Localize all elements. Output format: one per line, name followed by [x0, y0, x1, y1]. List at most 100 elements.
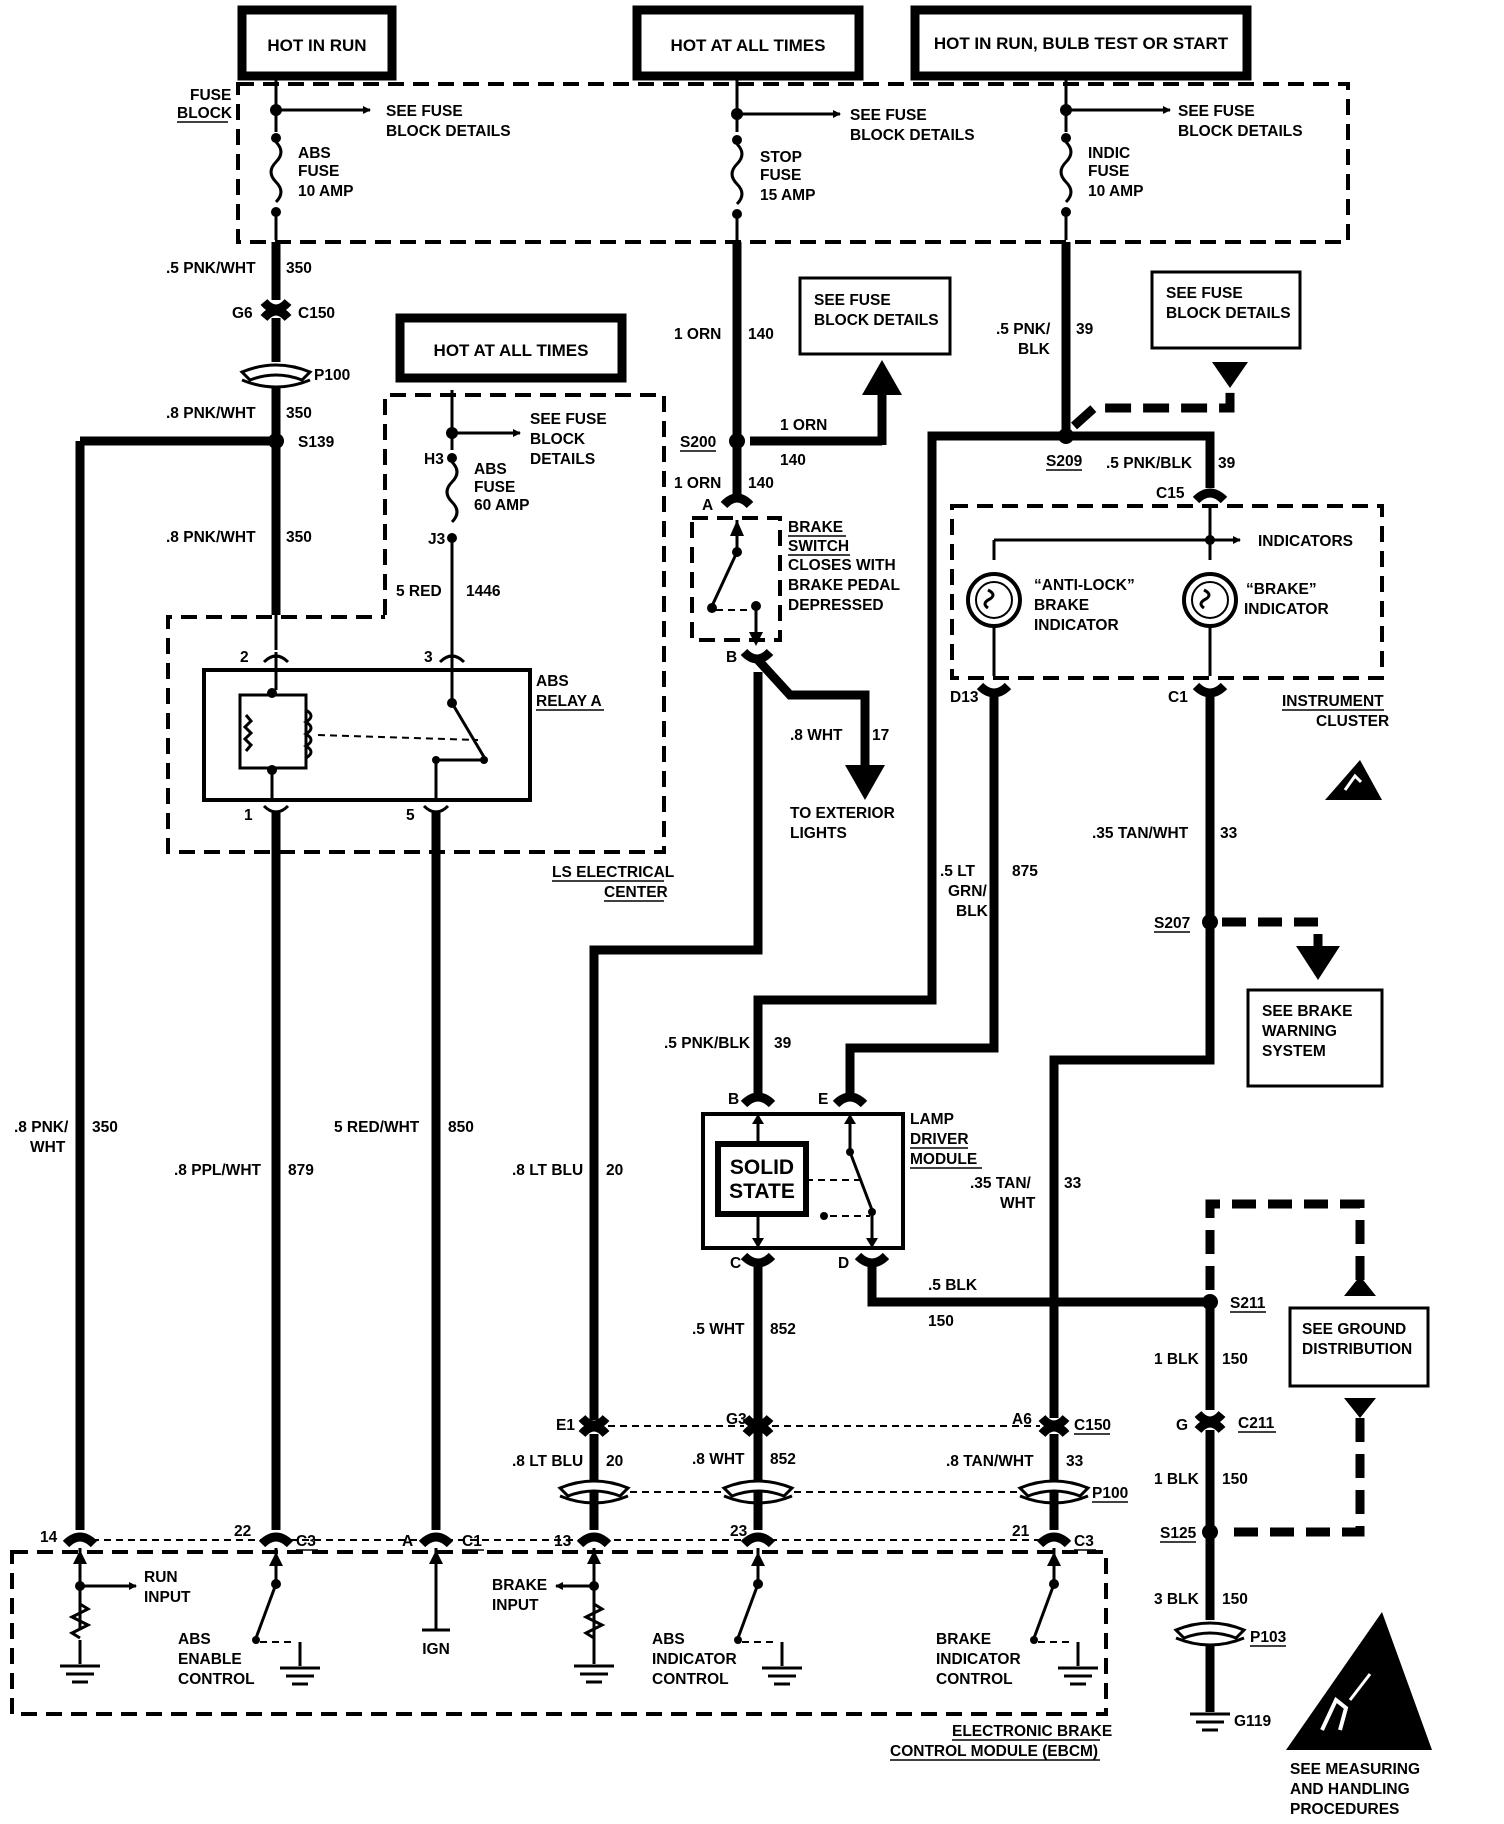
wire-label-lg3: BLK [956, 903, 989, 920]
wire-label-pb1: .5 PNK/ [996, 321, 1051, 338]
wire-num-tw1: 33 [1220, 825, 1238, 842]
pin-g3: G3 [726, 1411, 747, 1428]
wire-num-blk5: 150 [928, 1313, 954, 1330]
see-fuse-text-3: SEE FUSE [1178, 103, 1255, 120]
ldm-pin-b: B [728, 1091, 739, 1108]
ground-dist-line2: DISTRIBUTION [1302, 1341, 1412, 1358]
ground-dist-box [1288, 1306, 1430, 1388]
ebcm-pin-a: A [402, 1533, 413, 1550]
see-fuse-box-line1: SEE FUSE [814, 292, 891, 309]
brake-switch-label-5: DEPRESSED [788, 597, 884, 614]
run-input-1: RUN [144, 1569, 178, 1586]
stop-fuse-rating: 15 AMP [760, 187, 815, 204]
relay-pin-3: 3 [424, 649, 433, 666]
relay-pin-1: 1 [244, 807, 253, 824]
ldm-name-2: DRIVER [910, 1131, 969, 1148]
indic-fuse-name: INDIC [1088, 145, 1130, 162]
ls-wire: 5 RED [396, 583, 442, 600]
wire-label-w1: .5 PNK/WHT [166, 260, 256, 277]
ls-j3: J3 [428, 531, 446, 548]
wire-label-orn2: 1 ORN [780, 417, 827, 434]
wire-num-blk1: 150 [1222, 1351, 1248, 1368]
wire-label-pb2: BLK [1018, 341, 1051, 358]
wire-label-tw2b: WHT [1000, 1195, 1036, 1212]
pin-g6: G6 [232, 305, 253, 322]
wire-label-pb3: .5 PNK/BLK [1106, 455, 1193, 472]
see-fuse-box-2-line2: BLOCK DETAILS [1166, 305, 1291, 322]
connector-row: E1 G3 A6 C150 .8 LT BLU 20 .8 WHT 852 .8… [512, 1411, 1128, 1530]
power-label-hot-run-bulb: HOT IN RUN, BULB TEST OR START [910, 5, 1252, 81]
brake-switch-label-1: BRAKE [788, 519, 843, 536]
brake-bulb-label-2: INDICATOR [1244, 601, 1329, 618]
lamp-driver-module: B E SOLID STATE LAMP DRIVER MODULE C D [701, 1091, 982, 1272]
wire-num-w1: 350 [286, 260, 312, 277]
ebcm-pin-21: 21 [1012, 1523, 1030, 1540]
wire-num-tw3: 33 [1066, 1453, 1084, 1470]
indic-circuit: .5 PNK/ BLK 39 S209 SEE FUSE BLOCK DETAI… [664, 242, 1302, 1094]
ebcm-name-1: ELECTRONIC BRAKE [952, 1723, 1112, 1740]
indic-fuse-rating: 10 AMP [1088, 183, 1143, 200]
cluster-name-1: INSTRUMENT [1282, 693, 1384, 710]
solid-state-block [715, 1141, 809, 1217]
esd-text-2: AND HANDLING [1290, 1781, 1410, 1798]
ls-fuse-rating: 60 AMP [474, 497, 529, 514]
ground-dist-line1: SEE GROUND [1302, 1321, 1406, 1338]
cluster-d13: D13 [950, 689, 979, 706]
hot-all-times-text: HOT AT ALL TIMES [671, 36, 826, 55]
brake-switch-label-2: SWITCH [788, 538, 849, 555]
abs-indicator-2: INDICATOR [652, 1651, 737, 1668]
wire-label-lg2: GRN/ [948, 883, 987, 900]
pin-e1: E1 [556, 1417, 575, 1434]
ebcm-pin-13: 13 [554, 1533, 572, 1550]
abs-fuse-10a: SEE FUSE BLOCK DETAILS ABS FUSE 10 AMP [269, 78, 511, 240]
ebcm-c3: C3 [296, 1533, 316, 1550]
wire-num-pb: 39 [1076, 321, 1094, 338]
wire-num-orn1: 140 [748, 326, 774, 343]
wire-label-wht8b: .8 WHT [692, 1451, 745, 1468]
wire-150-ldm [867, 1266, 1210, 1307]
wire-num-lg: 875 [1012, 863, 1038, 880]
ebcm-pin-14: 14 [40, 1529, 58, 1546]
antilock-label-1: “ANTI-LOCK” [1034, 577, 1135, 594]
connector-c150b: C150 [1074, 1417, 1111, 1434]
abs-indicator-1: ABS [652, 1631, 685, 1648]
cluster-c1: C1 [1168, 689, 1188, 706]
ebcm-name-2: CONTROL MODULE (EBCM) [890, 1743, 1098, 1760]
abs-enable-3: CONTROL [178, 1671, 255, 1688]
cluster-outline [950, 504, 1384, 680]
splice-s139-label: S139 [298, 434, 335, 451]
ls-block: BLOCK [530, 431, 586, 448]
hot-all-times-2-text: HOT AT ALL TIMES [434, 341, 589, 360]
brake-switch-label-3: CLOSES WITH [788, 557, 896, 574]
wire-label-orn3: 1 ORN [674, 475, 721, 492]
brake-switch [690, 516, 782, 642]
ls-center-name-2: CENTER [604, 884, 668, 901]
wire-label-blk1: 1 BLK [1154, 1351, 1200, 1368]
instrument-cluster: C15 INDICATORS “ANTI-LOCK” BRAKE INDICAT… [950, 485, 1389, 800]
see-fuse-box-2 [1150, 270, 1302, 350]
splice-s200 [729, 433, 745, 449]
wire-label-blk3: 3 BLK [1154, 1591, 1200, 1608]
ebcm-outline [10, 1550, 1108, 1716]
cluster-indicators: INDICATORS [1258, 533, 1353, 550]
esd-warning-icon [1286, 1612, 1432, 1750]
ground-g119-label: G119 [1234, 1713, 1271, 1730]
wire-label-lb: .8 LT BLU [512, 1162, 583, 1179]
esd-text-3: PROCEDURES [1290, 1801, 1399, 1818]
wire-num-blk3: 150 [1222, 1591, 1248, 1608]
brake-warning-box [1246, 988, 1384, 1088]
see-fuse-box-line2: BLOCK DETAILS [814, 312, 939, 329]
brake-switch-pin-b: B [726, 649, 737, 666]
indic-fuse-word: FUSE [1088, 163, 1129, 180]
relay-name-2: RELAY A [536, 693, 602, 710]
ldm-pin-d: D [838, 1255, 849, 1272]
ls-center-name-1: LS ELECTRICAL [552, 864, 674, 881]
see-fuse-box [798, 276, 952, 356]
splice-s200-label: S200 [680, 434, 716, 451]
solid-state-line2: STATE [729, 1180, 795, 1203]
wire-label-tw1: .35 TAN/WHT [1092, 825, 1189, 842]
wire-label-tw2a: .35 TAN/ [970, 1175, 1032, 1192]
abs-fuse-name: ABS [298, 145, 331, 162]
